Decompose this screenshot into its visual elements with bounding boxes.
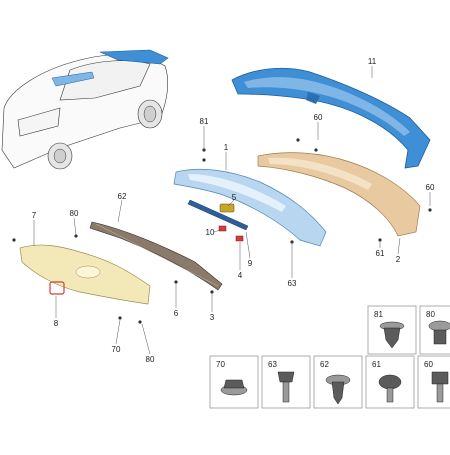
legend-box-62[interactable]: 62 (313, 355, 363, 409)
callout-8: 8 (54, 319, 59, 328)
callout-62: 62 (118, 192, 127, 201)
part-62-bracket[interactable] (89, 221, 223, 291)
callout-60-upper: 60 (314, 113, 323, 122)
legend-box-81[interactable]: 81 (367, 305, 417, 355)
christmas-tree-clip-icon (331, 381, 345, 405)
legend-label-62: 62 (320, 360, 329, 369)
legend-label-63: 63 (268, 360, 277, 369)
callout-9: 9 (248, 259, 253, 268)
callout-7: 7 (32, 211, 37, 220)
legend-label-70: 70 (216, 360, 225, 369)
callout-10: 10 (206, 228, 215, 237)
callout-81: 81 (200, 117, 209, 126)
callout-80-lower: 80 (146, 355, 155, 364)
flange-nut-icon (223, 379, 245, 389)
callout-3: 3 (210, 313, 215, 322)
part-2-trim[interactable] (257, 152, 421, 237)
hex-flange-screw-icon (431, 371, 449, 385)
legend-box-70[interactable]: 70 (209, 355, 259, 409)
part-11-spoiler[interactable] (231, 67, 431, 169)
callout-4: 4 (238, 271, 243, 280)
callout-1: 1 (224, 143, 229, 152)
push-clip-icon (383, 327, 401, 349)
scene-fasteners (12, 138, 432, 324)
leader-lines (33, 66, 431, 355)
callout-61: 61 (376, 249, 385, 258)
callout-80-upper: 80 (70, 209, 79, 218)
legend-box-80[interactable]: 80 (419, 305, 450, 355)
callout-numbers: 11 60 81 1 60 5 62 7 80 10 9 4 2 61 63 6… (32, 57, 435, 364)
pan-head-screw-icon (378, 374, 402, 390)
part-9-strip[interactable] (187, 199, 249, 231)
part-4-clip[interactable] (235, 235, 244, 242)
legend-label-80: 80 (426, 310, 435, 319)
callout-63: 63 (288, 279, 297, 288)
part-7-trim-panel[interactable] (19, 244, 151, 305)
callout-11: 11 (368, 57, 377, 66)
part-10-clip[interactable] (218, 225, 227, 232)
callout-2: 2 (396, 255, 401, 264)
callout-5: 5 (232, 193, 237, 202)
vehicle-overview (1, 49, 169, 170)
hex-bolt-icon (277, 371, 295, 383)
legend-box-61[interactable]: 61 (365, 355, 415, 409)
part-8-seal[interactable] (49, 281, 65, 295)
callout-60-right: 60 (426, 183, 435, 192)
callout-70: 70 (112, 345, 121, 354)
rivet-nut-icon (433, 329, 447, 345)
part-5-bracket[interactable] (219, 203, 235, 213)
callout-6: 6 (174, 309, 179, 318)
legend-label-60: 60 (424, 360, 433, 369)
legend-label-81: 81 (374, 310, 383, 319)
legend-label-61: 61 (372, 360, 381, 369)
part-1-spoiler-lower[interactable] (173, 168, 327, 247)
legend-box-63[interactable]: 63 (261, 355, 311, 409)
legend-box-60[interactable]: 60 (417, 355, 450, 409)
